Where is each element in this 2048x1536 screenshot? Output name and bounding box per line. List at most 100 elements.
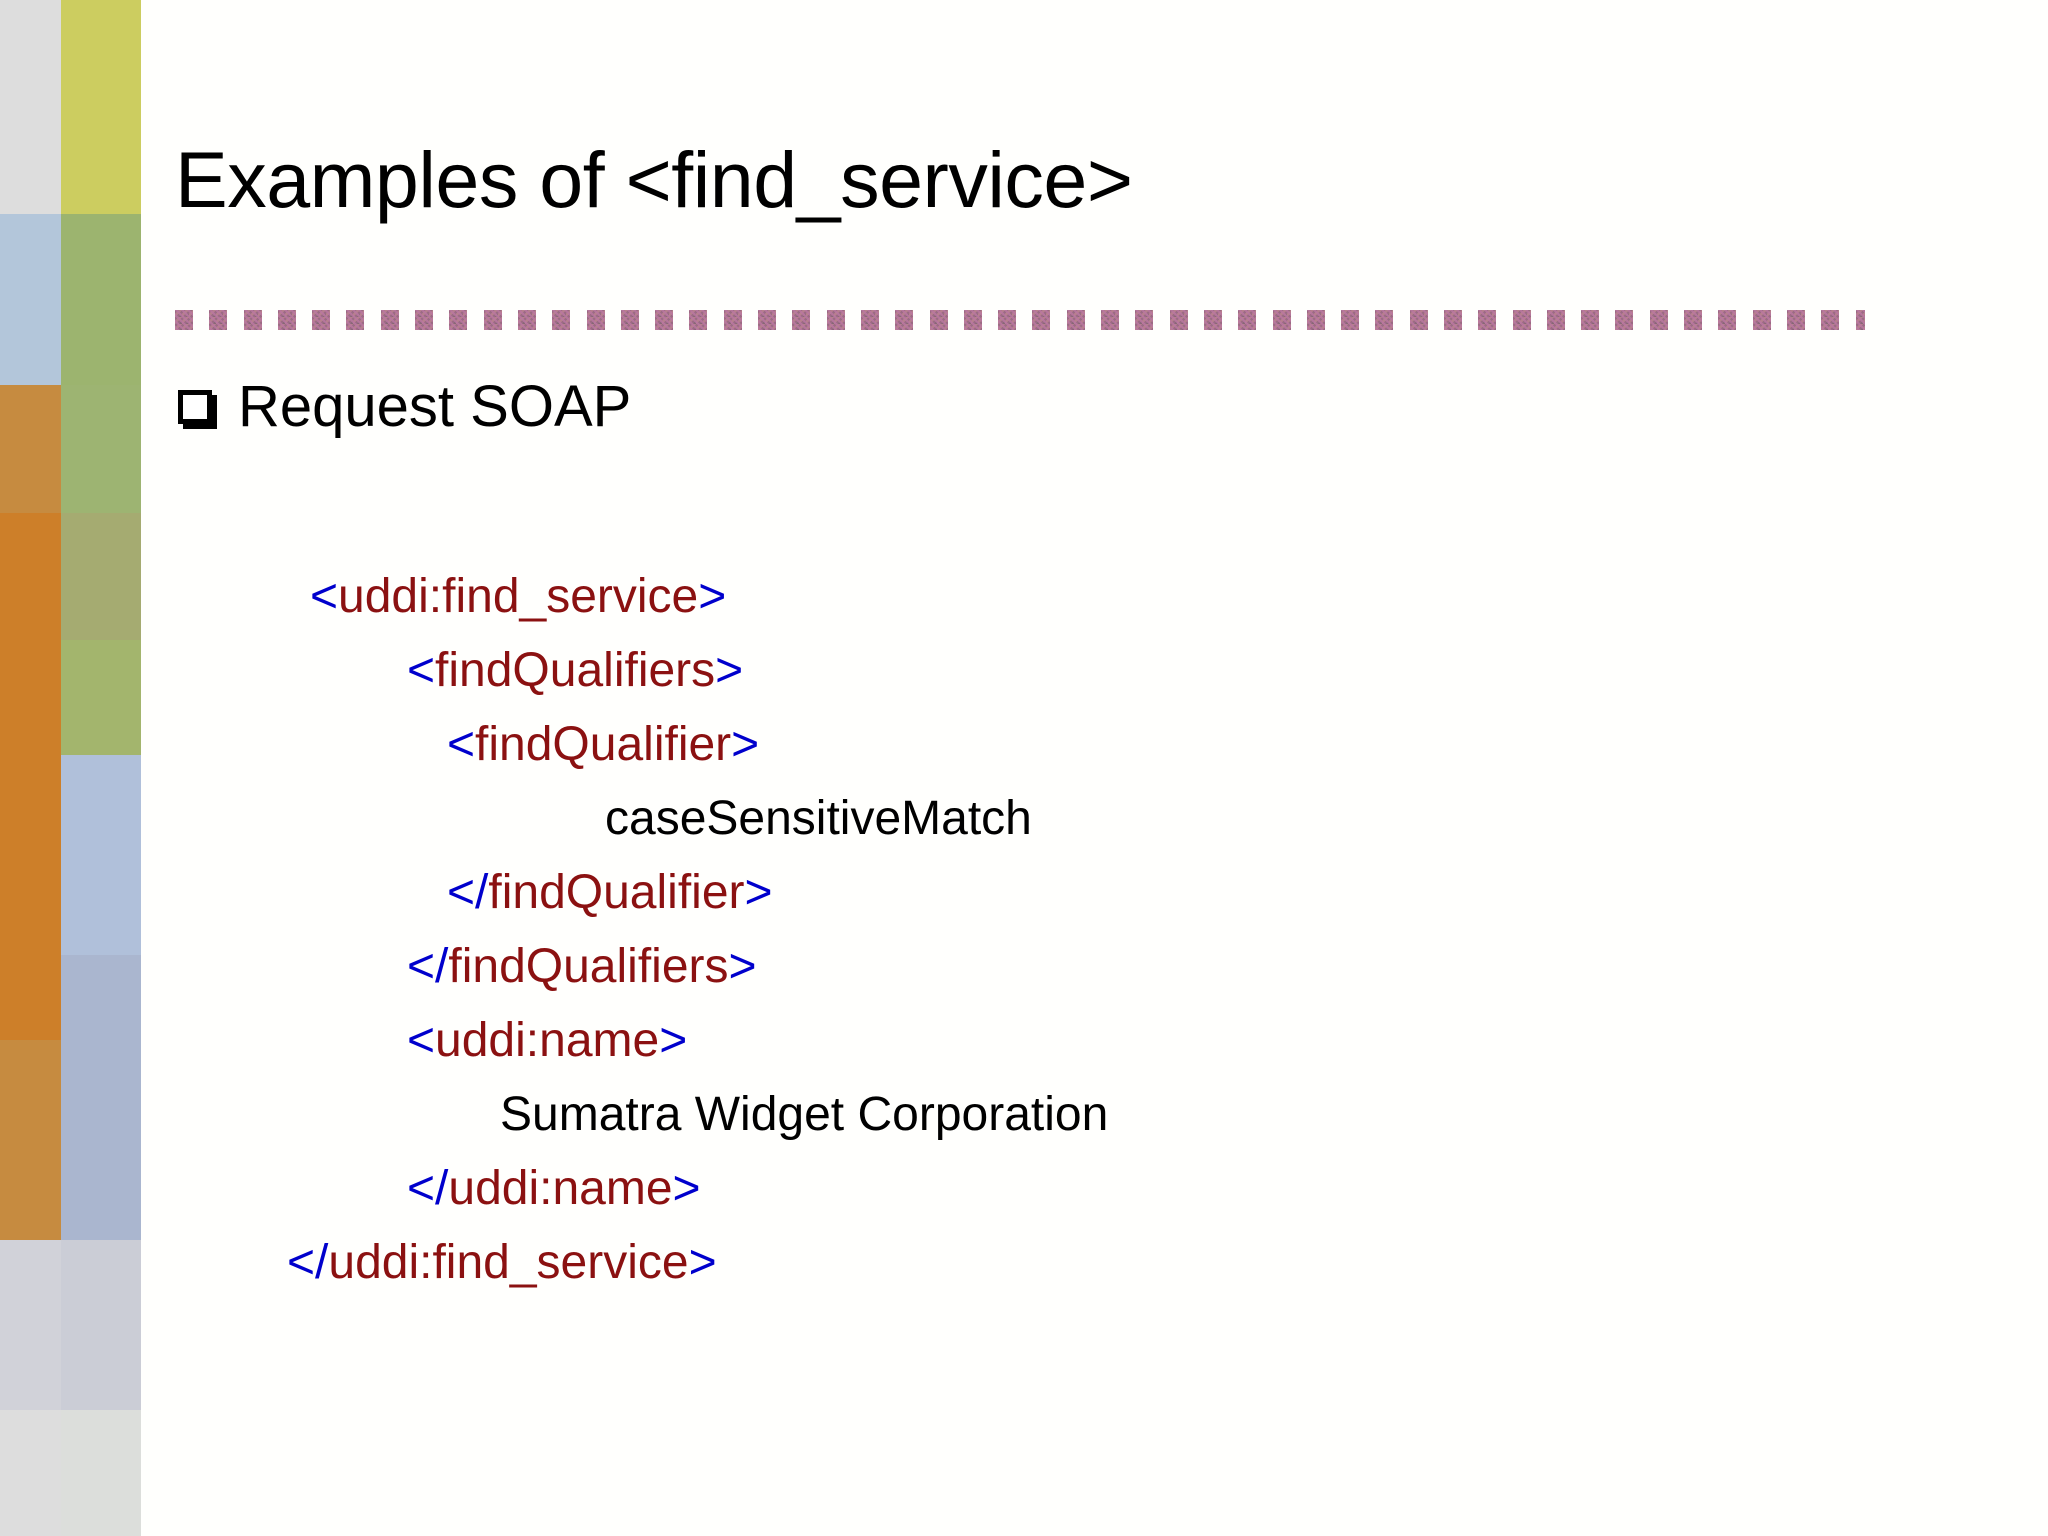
decorative-cell-left-6 <box>0 1240 61 1410</box>
code-tag-name: uddi:find_service <box>328 1236 689 1289</box>
divider-dot <box>1409 310 1428 330</box>
divider-dot <box>1375 310 1394 330</box>
divider-dot <box>998 310 1017 330</box>
bullet-item-request-soap: Request SOAP <box>178 378 631 436</box>
divider-dot <box>929 310 948 330</box>
code-line-8: </uddi:name> <box>175 1152 1935 1226</box>
code-line-5: </findQualifiers> <box>175 930 1935 1004</box>
divider-dot <box>689 310 708 330</box>
divider-dot <box>346 310 365 330</box>
decorative-cell-left-1 <box>0 214 61 385</box>
decorative-cell-right-7 <box>61 1240 141 1410</box>
decorative-cell-left-2 <box>0 385 61 513</box>
code-text-value: Sumatra Widget Corporation <box>500 1088 1109 1141</box>
code-tag-name: uddi:name <box>448 1162 673 1215</box>
divider-dot <box>1546 310 1565 330</box>
code-punctuation-open: < <box>407 1014 436 1067</box>
xml-code-listing: <uddi:find_service><findQualifiers><find… <box>175 560 1935 1300</box>
code-punctuation-close: > <box>672 1162 701 1215</box>
code-tag-name: findQualifier <box>475 718 732 771</box>
divider-dot <box>277 310 296 330</box>
divider-dot <box>483 310 502 330</box>
divider-dot <box>1684 310 1703 330</box>
divider-dot <box>1272 310 1291 330</box>
divider-dot <box>758 310 777 330</box>
divider-dot <box>1238 310 1257 330</box>
divider-dot <box>552 310 571 330</box>
divider-dot <box>792 310 811 330</box>
divider-dot <box>620 310 639 330</box>
decorative-cell-right-6 <box>61 955 141 1240</box>
decorative-cell-right-0 <box>61 0 141 214</box>
code-punctuation-open: </ <box>447 866 489 919</box>
code-line-4: </findQualifier> <box>175 856 1935 930</box>
divider-dot <box>723 310 742 330</box>
hollow-square-bullet-icon <box>178 390 212 424</box>
decorative-cell-left-7 <box>0 1410 61 1536</box>
code-punctuation-close: > <box>744 866 773 919</box>
slide-title: Examples of <find_service> <box>175 135 1133 224</box>
divider-dot <box>175 310 193 330</box>
divider-dot <box>1066 310 1085 330</box>
divider-dot <box>826 310 845 330</box>
divider-dot <box>1718 310 1737 330</box>
decorative-column-left <box>0 0 61 1536</box>
decorative-cell-left-3 <box>0 513 61 843</box>
code-punctuation-open: </ <box>287 1236 329 1289</box>
divider-dot <box>1135 310 1154 330</box>
divider-dot <box>449 310 468 330</box>
divider-dot <box>1443 310 1462 330</box>
decorative-cell-right-1 <box>61 214 141 385</box>
decorative-cell-left-4 <box>0 843 61 1040</box>
divider-dot <box>243 310 262 330</box>
decorative-column-right <box>61 0 141 1536</box>
code-punctuation-close: > <box>728 940 757 993</box>
decorative-cell-left-5 <box>0 1040 61 1240</box>
divider-dot <box>312 310 331 330</box>
bullet-item-label: Request SOAP <box>238 374 632 439</box>
divider-dot <box>380 310 399 330</box>
divider-dot <box>655 310 674 330</box>
decorative-cell-right-2 <box>61 385 141 513</box>
divider-dot <box>963 310 982 330</box>
code-line-1: <findQualifiers> <box>175 634 1935 708</box>
divider-dot <box>1821 310 1840 330</box>
code-punctuation-close: > <box>698 570 727 623</box>
code-line-3: caseSensitiveMatch <box>175 782 1935 856</box>
divider-dot <box>1169 310 1188 330</box>
code-punctuation-open: < <box>447 718 476 771</box>
decorative-cell-right-3 <box>61 513 141 640</box>
divider-dot <box>1752 310 1771 330</box>
divider-dot <box>1615 310 1634 330</box>
code-line-9: </uddi:find_service> <box>175 1226 1935 1300</box>
divider-dot <box>1512 310 1531 330</box>
slide-decorative-band <box>0 0 141 1536</box>
decorative-cell-right-4 <box>61 640 141 755</box>
divider-dot <box>586 310 605 330</box>
divider-dot <box>1032 310 1051 330</box>
divider-dot <box>1306 310 1325 330</box>
code-punctuation-open: < <box>407 644 436 697</box>
code-tag-name: findQualifiers <box>448 940 729 993</box>
divider-dot <box>1478 310 1497 330</box>
code-line-6: <uddi:name> <box>175 1004 1935 1078</box>
decorative-cell-right-8 <box>61 1410 141 1536</box>
divider-dot <box>1649 310 1668 330</box>
divider-dot <box>1786 310 1805 330</box>
divider-dot <box>1203 310 1222 330</box>
code-punctuation-close: > <box>659 1014 688 1067</box>
title-divider <box>175 310 1865 330</box>
divider-dot <box>209 310 228 330</box>
code-punctuation-open: </ <box>407 940 449 993</box>
code-punctuation-open: < <box>310 570 339 623</box>
code-line-2: <findQualifier> <box>175 708 1935 782</box>
decorative-cell-left-0 <box>0 0 61 214</box>
code-line-0: <uddi:find_service> <box>175 560 1935 634</box>
code-tag-name: findQualifier <box>488 866 745 919</box>
divider-dot <box>1855 310 1865 330</box>
divider-dot <box>860 310 879 330</box>
code-tag-name: uddi:name <box>435 1014 660 1067</box>
code-punctuation-open: </ <box>407 1162 449 1215</box>
code-punctuation-close: > <box>731 718 760 771</box>
